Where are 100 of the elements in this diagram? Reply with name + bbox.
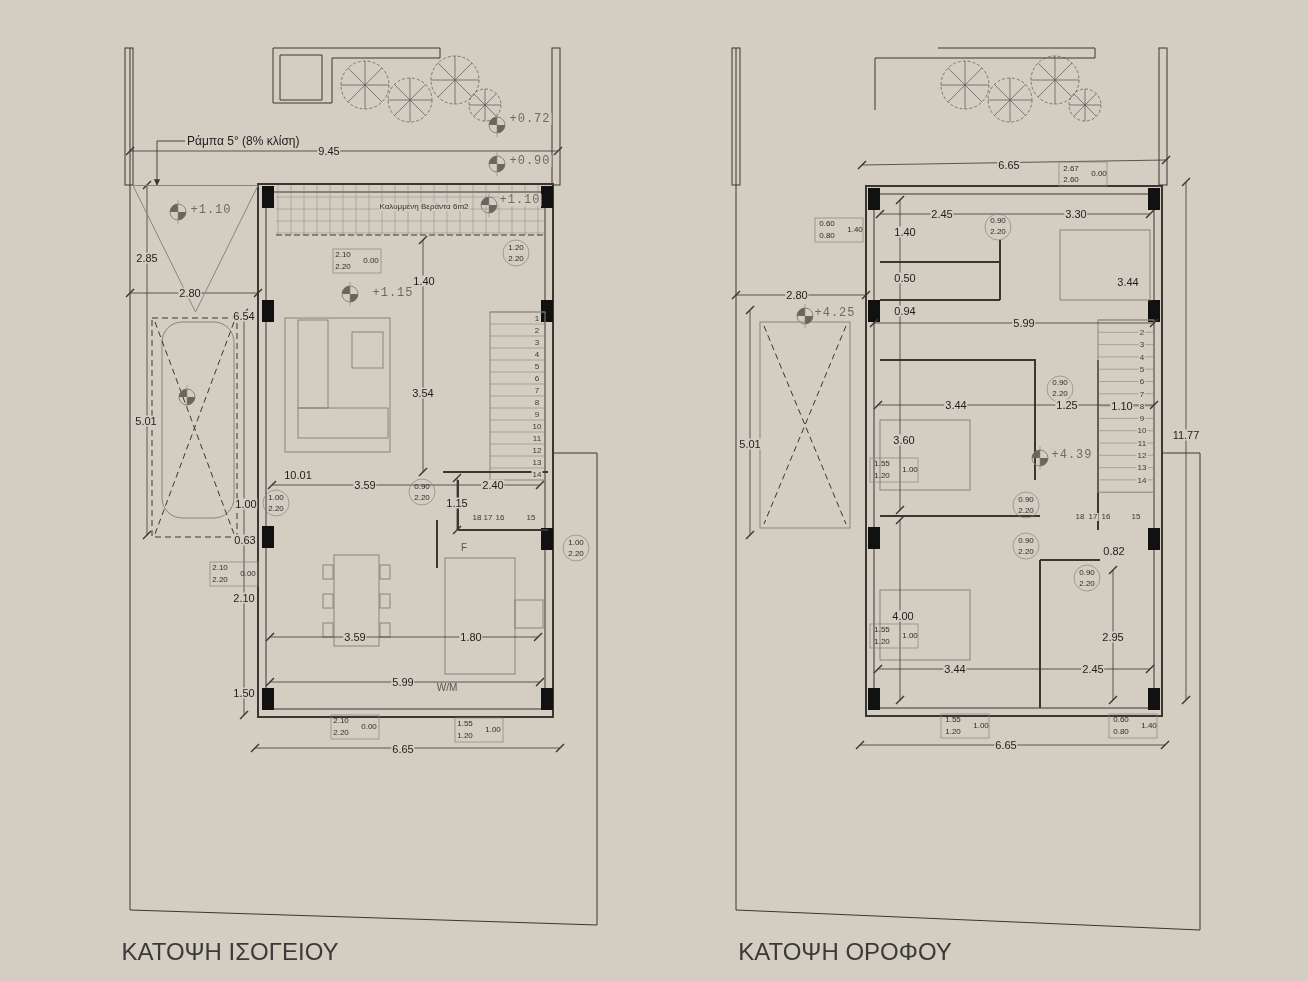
window-tag-text: 0.00 (360, 723, 378, 731)
dimension-text: 4.00 (891, 610, 915, 622)
dimension-text: 1.40 (893, 226, 917, 238)
stair-number: 7 (533, 387, 541, 395)
appliance-mark: W/M (435, 683, 459, 693)
dimension-text: 2.80 (178, 287, 202, 299)
stair-number: 17 (482, 514, 494, 522)
level-text: +0.90 (508, 155, 552, 167)
window-tag-text: 1.20 (873, 472, 891, 480)
dimension-text: 1.80 (459, 631, 483, 643)
window-tag-text: 0.90 (1078, 569, 1096, 577)
dimension-text: 1.50 (232, 687, 256, 699)
window-tag-text: 2.20 (332, 729, 350, 737)
dimension-text: 1.15 (445, 497, 469, 509)
dimension-text: 2.45 (1081, 663, 1105, 675)
window-tag-text: 1.00 (901, 466, 919, 474)
dimension-text: 5.01 (738, 438, 762, 450)
plan-caption: ΚΑΤΟΨΗ ΙΣΟΓΕΙΟΥ (120, 940, 340, 964)
stair-number: 14 (1136, 476, 1148, 485)
dimension-text: 3.60 (892, 434, 916, 446)
dimension-text: 1.40 (412, 275, 436, 287)
window-tag-text: 1.00 (972, 722, 990, 730)
stair-number: 18 (1074, 513, 1086, 521)
stair-number: 12 (1136, 452, 1148, 460)
stair-number: 18 (471, 514, 483, 522)
dimension-text: 1.00 (234, 498, 258, 510)
dimension-text: 0.82 (1102, 545, 1126, 557)
dimension-text: 0.63 (233, 534, 257, 546)
window-tag-text: 0.90 (989, 217, 1007, 225)
dimension-text: 3.44 (944, 399, 968, 411)
stair-number: 4 (1138, 353, 1146, 362)
stair-number: 8 (1138, 402, 1146, 411)
window-tag-text: 2.20 (413, 494, 431, 502)
dimension-text: 6.65 (994, 739, 1018, 751)
stair-number: 8 (533, 399, 541, 407)
dimension-text: 1.10 (1110, 400, 1134, 412)
stair-number: 7 (1138, 390, 1146, 399)
dimension-text: 5.01 (134, 415, 158, 427)
window-tag-text: 2.20 (1078, 580, 1096, 588)
level-text: +0.72 (508, 113, 552, 125)
stair-number: 9 (1138, 415, 1146, 424)
window-tag-text: 1.00 (484, 726, 502, 734)
level-text: +4.39 (1050, 449, 1094, 461)
window-tag-text: 1.55 (873, 626, 891, 634)
stair-number: 10 (1136, 427, 1148, 436)
dimension-text: 2.80 (785, 289, 809, 301)
stair-number: 4 (533, 351, 541, 359)
window-tag-text: 0.00 (362, 257, 380, 265)
level-text: +1.15 (371, 287, 415, 299)
window-tag-text: 0.90 (1051, 379, 1069, 387)
ramp-area (133, 185, 258, 313)
window-tag-text: 2.20 (267, 505, 285, 513)
dimension-text: 1.25 (1055, 399, 1079, 411)
window-tag-text: 2.10 (334, 251, 352, 259)
stair-number: 2 (1138, 329, 1146, 337)
window-tag-text: 2.20 (507, 255, 525, 263)
dimension-text: 6.65 (391, 743, 415, 755)
window-tag-text: 0.60 (1112, 716, 1130, 724)
dimension-text: 3.54 (411, 387, 435, 399)
window-tag-text: 1.20 (507, 244, 525, 252)
window-tag-text: 2.20 (1017, 548, 1035, 556)
window-tag-text: 0.90 (1017, 537, 1035, 545)
window-tag-text: 2.20 (211, 576, 229, 584)
dimension-text: 2.45 (930, 208, 954, 220)
stair-number: 15 (1130, 513, 1142, 521)
window-tag-text: 1.55 (944, 716, 962, 724)
window-tag-text: 1.40 (846, 226, 864, 234)
window-tag-text: 0.90 (1017, 496, 1035, 504)
stair-number: 11 (531, 435, 543, 443)
stair-number: 12 (531, 447, 543, 455)
stair-number: 13 (531, 459, 543, 467)
stair-number: 10 (531, 423, 543, 431)
window-tag-text: 1.20 (944, 728, 962, 736)
window-tag-text: 1.55 (873, 460, 891, 468)
level-text: +4.25 (813, 307, 857, 319)
dimension-text: 2.95 (1101, 631, 1125, 643)
window-tag-text: 0.80 (1112, 728, 1130, 736)
window-tag-text: 0.80 (818, 232, 836, 240)
window-tag-text: 2.10 (332, 717, 350, 725)
window-tag-text: 1.55 (456, 720, 474, 728)
stair-number: 6 (533, 375, 541, 383)
dimension-text: 5.99 (391, 676, 415, 688)
area-note: Καλυμμένη Βεράντα 6m2 (378, 203, 470, 211)
appliance-mark: F (459, 543, 469, 553)
plan-caption: ΚΑΤΟΨΗ ΟΡΟΦΟΥ (737, 940, 953, 964)
level-text: +1.10 (498, 194, 542, 206)
stair-number: 1 (533, 315, 541, 323)
window-tag-text: 1.00 (901, 632, 919, 640)
stair-number: 17 (1087, 513, 1099, 521)
window-tag-text: 2.20 (1017, 507, 1035, 515)
stair-number: 5 (533, 363, 541, 371)
stair-number: 14 (531, 471, 543, 479)
stair-number: 5 (1138, 365, 1146, 374)
window-tag-text: 1.20 (456, 732, 474, 740)
window-tag-text: 0.60 (818, 220, 836, 228)
dimension-text: 11.77 (1171, 429, 1201, 441)
stair-number: 2 (533, 327, 541, 335)
dimension-text: 9.45 (317, 145, 341, 157)
stair-number: 11 (1136, 439, 1148, 448)
stair-number: 16 (494, 514, 506, 522)
